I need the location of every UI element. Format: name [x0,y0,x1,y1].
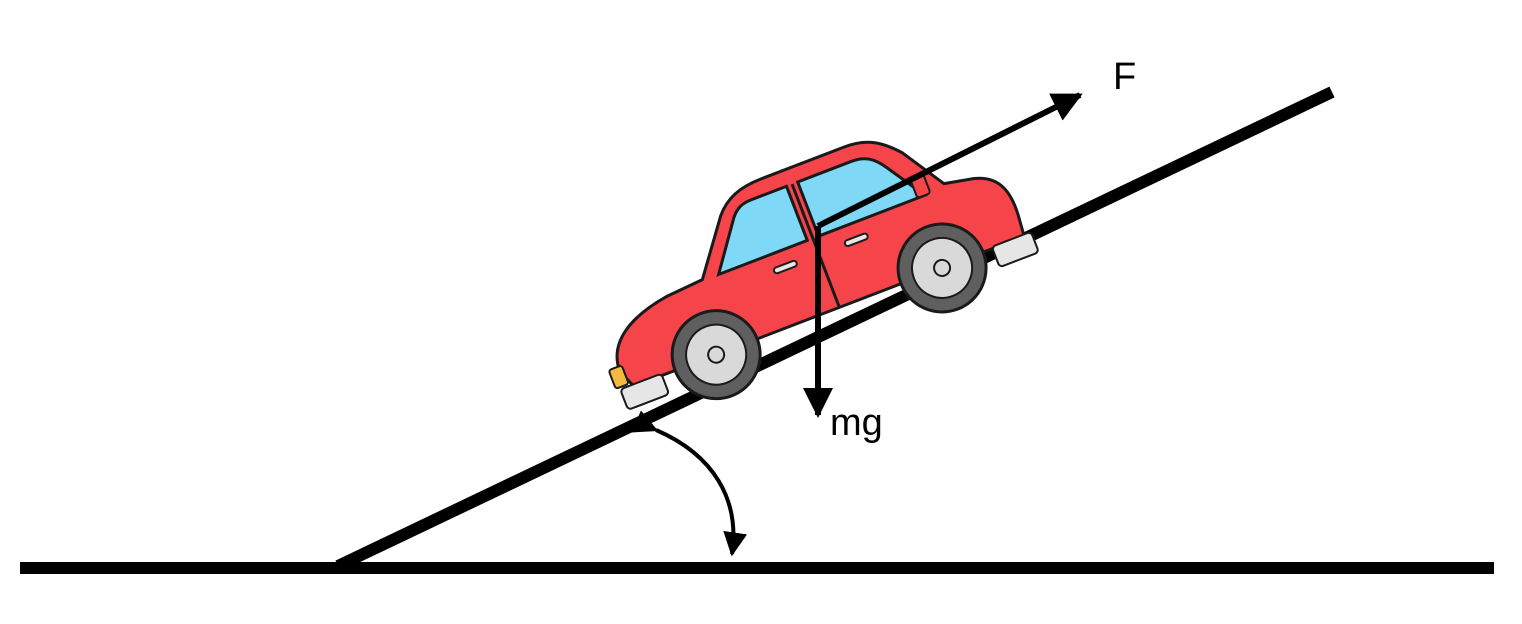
rear-window [716,184,810,277]
force-label: F [1113,56,1136,98]
weight-label: mg [830,402,883,444]
rear-bumper [620,373,670,410]
incline-line [335,86,1335,572]
front-wheel [896,222,988,314]
door-handle-front [843,232,869,248]
door-handle-rear [772,259,798,275]
force-arrow [816,92,1083,229]
rear-wheel [670,309,762,401]
tail-light [608,365,629,390]
angle-arc [631,410,748,557]
front-bumper [991,231,1039,268]
